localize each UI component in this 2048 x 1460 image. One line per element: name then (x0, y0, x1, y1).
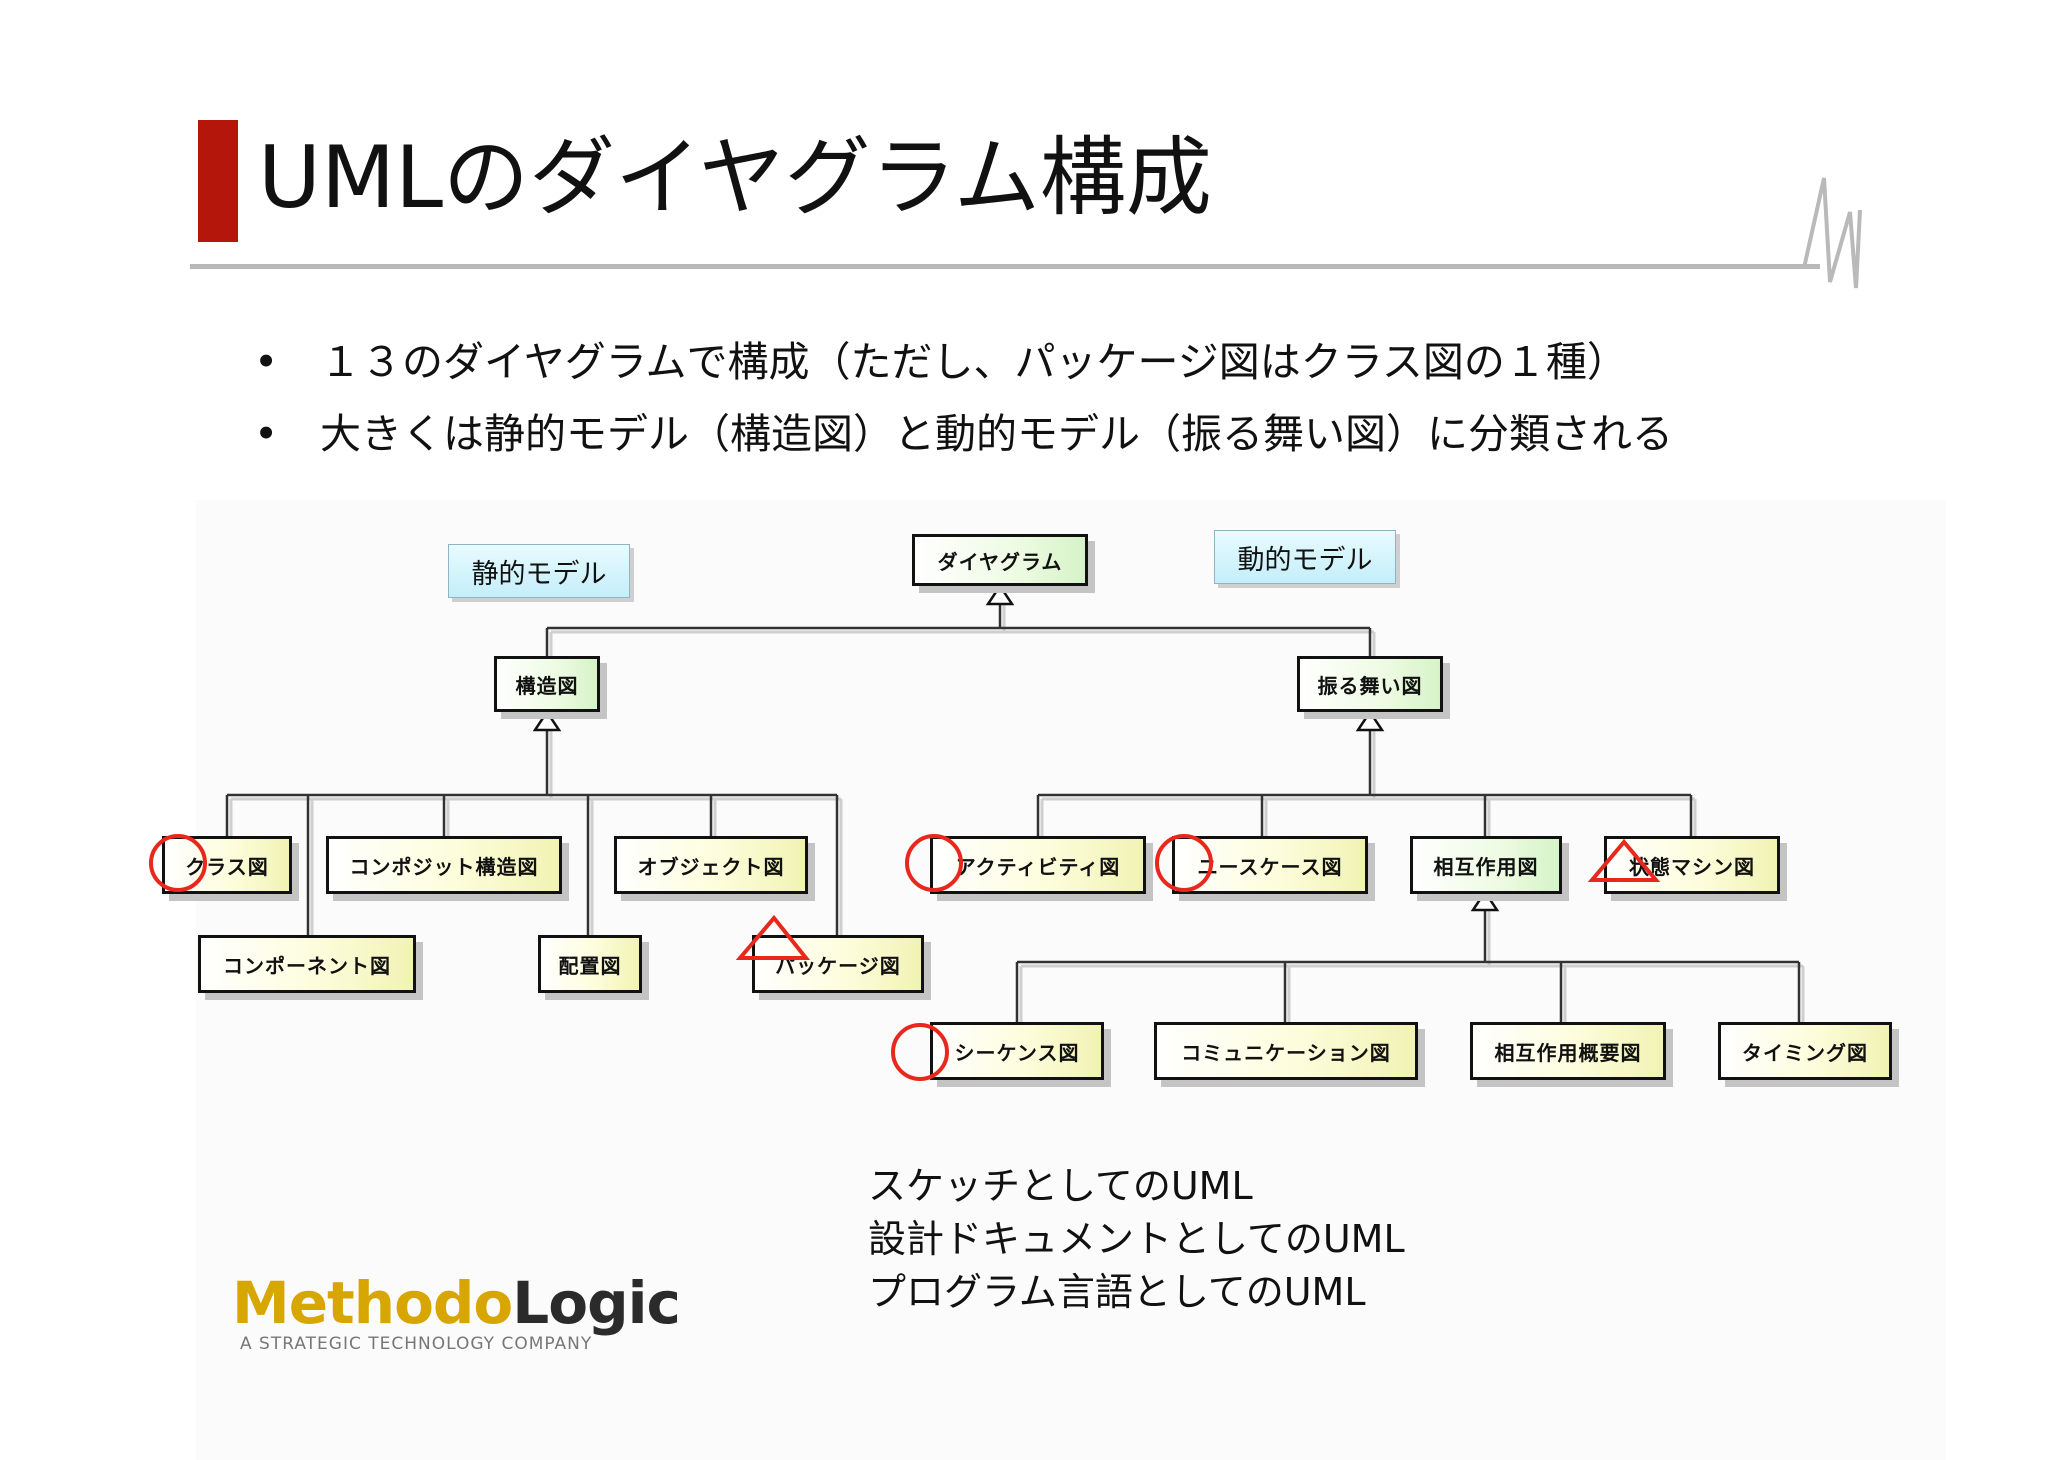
circle-mark-class-diagram (149, 834, 207, 892)
node-sequence-diagram: シーケンス図 (930, 1022, 1104, 1080)
note-line: スケッチとしてのUML (868, 1164, 1253, 1208)
title-accent-bar (198, 120, 238, 242)
zigzag-decoration (1802, 177, 1862, 289)
node-interaction-diagram: 相互作用図 (1410, 836, 1562, 894)
methodologic-logo: MethodoLogic A STRATEGIC TECHNOLOGY COMP… (232, 1268, 681, 1354)
note-line: プログラム言語としてのUML (868, 1270, 1366, 1314)
logo-wordmark-part2: Logic (512, 1269, 681, 1337)
triangle-mark-state-machine-diagram (1587, 838, 1661, 882)
bullet-glyph: • (254, 338, 279, 386)
note-line: 設計ドキュメントとしてのUML (868, 1217, 1405, 1261)
node-communication-diagram: コミュニケーション図 (1154, 1022, 1418, 1080)
bullet-text: １３のダイヤグラムで構成（ただし、パッケージ図はクラス図の１種） (320, 338, 1628, 386)
generalization-arrowhead (985, 583, 1015, 606)
node-composite-structure-diagram: コンポジット構造図 (326, 836, 562, 894)
triangle-mark-package-diagram (735, 914, 811, 960)
circle-mark-usecase-diagram (1155, 834, 1213, 892)
node-component-diagram: コンポーネント図 (198, 935, 416, 993)
node-structure-diagram: 構造図 (494, 656, 600, 712)
bullet-text: 大きくは静的モデル（構造図）と動的モデル（振る舞い図）に分類される (320, 410, 1673, 458)
bullet-item: • 大きくは静的モデル（構造図）と動的モデル（振る舞い図）に分類される (254, 398, 1673, 470)
uml-usage-notes: スケッチとしてのUML 設計ドキュメントとしてのUML プログラム言語としてのU… (868, 1160, 1405, 1319)
logo-tagline: A STRATEGIC TECHNOLOGY COMPANY (240, 1334, 593, 1354)
node-interaction-overview-diagram: 相互作用概要図 (1470, 1022, 1666, 1080)
bullet-glyph: • (254, 410, 279, 458)
node-activity-diagram: アクティビティ図 (930, 836, 1146, 894)
node-deployment-diagram: 配置図 (538, 935, 642, 993)
generalization-arrowhead (1470, 889, 1500, 912)
logo-wordmark: MethodoLogic (232, 1268, 681, 1338)
bullet-item: • １３のダイヤグラムで構成（ただし、パッケージ図はクラス図の１種） (254, 326, 1673, 398)
title-underline (190, 264, 1820, 269)
node-diagram-root: ダイヤグラム (912, 534, 1088, 586)
generalization-arrowhead (1355, 709, 1385, 732)
logo-wordmark-part1: Methodo (232, 1269, 513, 1337)
bullet-list: • １３のダイヤグラムで構成（ただし、パッケージ図はクラス図の１種） • 大きくは静… (254, 326, 1673, 470)
circle-mark-sequence-diagram (891, 1023, 949, 1081)
node-object-diagram: オブジェクト図 (614, 836, 808, 894)
node-class-diagram: クラス図 (162, 836, 292, 894)
diagram-area (196, 500, 1946, 1460)
slide-title: UMLのダイヤグラム構成 (258, 128, 1212, 228)
dynamic-model-label: 動的モデル (1214, 530, 1396, 584)
node-behavior-diagram: 振る舞い図 (1297, 656, 1443, 712)
circle-mark-activity-diagram (905, 834, 963, 892)
generalization-arrowhead (532, 709, 562, 732)
node-package-diagram: パッケージ図 (752, 935, 924, 993)
static-model-label: 静的モデル (448, 544, 630, 598)
node-timing-diagram: タイミング図 (1718, 1022, 1892, 1080)
